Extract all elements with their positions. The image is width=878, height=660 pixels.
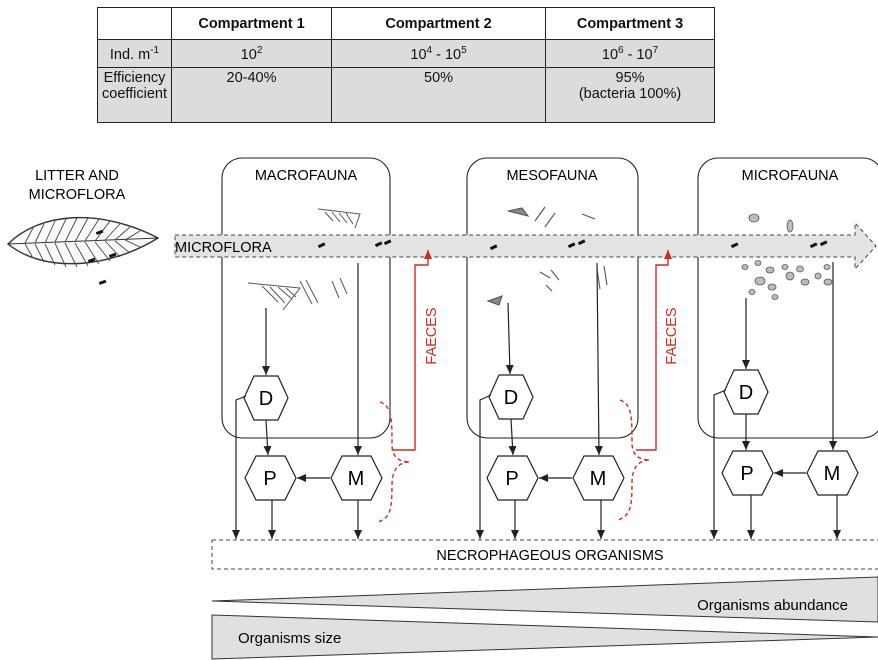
macro-faeces-label: FAECES [424,307,440,364]
micro-node-m-label: M [824,463,841,485]
necrophageous-label: NECROPHAGEOUS ORGANISMS [436,548,663,564]
flow-arrows [232,262,841,539]
header-compartment-3: Compartment 3 [545,7,716,40]
efficiency-c3: 95%(bacteria 100%) [545,67,716,123]
density-label: Ind. m-1 [96,39,173,68]
header-compartment-2: Compartment 2 [331,7,547,40]
necrophageous-band [211,539,878,570]
microflora-marks [317,239,828,251]
macro-faeces-brace [377,401,411,523]
table-corner-cell [96,7,173,40]
size-label: Organisms size [238,630,341,647]
meso-node-m-label: M [590,468,607,490]
macro-node-d-label: D [259,388,273,410]
macro-faeces-arrow [392,250,432,451]
macro-node-p [244,455,297,501]
efficiency-c2: 50% [331,67,547,123]
density-c1: 102 [171,39,333,68]
microfauna-box [697,157,878,439]
meso-node-d-label: D [504,387,518,409]
micro-node-p-label: P [740,463,753,485]
density-c3: 106 - 107 [545,39,716,68]
microfauna-particles [741,213,833,300]
micro-node-d [723,369,769,415]
abundance-label: Organisms abundance [697,597,848,614]
meso-node-m [572,455,625,501]
macrofauna-label: MACROFAUNA [255,168,358,184]
meso-faeces-arrow [636,250,672,451]
macrofauna-leaf-fragments [247,208,361,311]
meso-faeces-brace [617,399,651,521]
macro-node-m [330,455,383,501]
microflora-label: MICROFLORA [175,240,272,256]
macro-node-d [243,375,289,421]
leaf-icon [6,216,160,285]
litter-label-line2: MICROFLORA [29,187,126,203]
meso-node-p [486,455,539,501]
table-header-row: Compartment 1 Compartment 2 Compartment … [96,7,716,40]
macro-node-m-label: M [348,468,365,490]
micro-node-m [806,450,859,496]
meso-node-p-label: P [505,468,518,490]
meso-node-d [488,374,534,420]
efficiency-c1: 20-40% [171,67,333,123]
abundance-wedge [211,576,878,623]
litter-label-line1: LITTER AND [35,168,119,184]
microfauna-label: MICROFAUNA [742,168,839,184]
mesofauna-box [466,157,639,439]
micro-node-p [721,450,774,496]
macro-node-p-label: P [263,468,276,490]
mesofauna-label: MESOFAUNA [506,168,597,184]
microflora-band [174,221,877,271]
macrofauna-box [221,157,391,439]
table-row-density: Ind. m-1 102 104 - 105 106 - 107 [96,39,716,68]
micro-node-d-label: D [739,382,753,404]
size-wedge [211,614,878,660]
density-c2: 104 - 105 [331,39,547,68]
mesofauna-leaf-fragments [486,206,608,306]
meso-faeces-label: FAECES [664,307,680,364]
compartment-table: Compartment 1 Compartment 2 Compartment … [96,7,716,123]
